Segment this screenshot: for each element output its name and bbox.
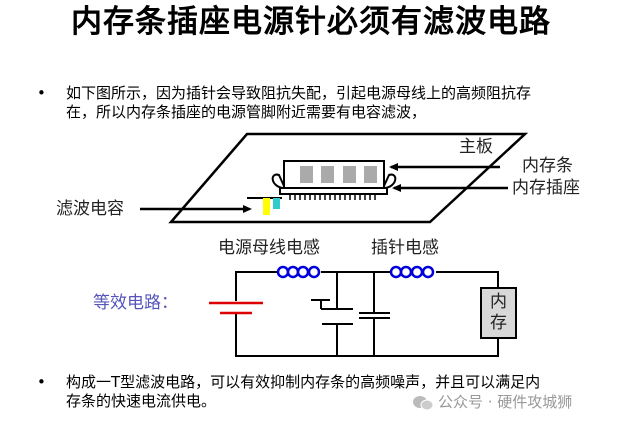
label-pin-inductor: 插针电感 xyxy=(371,238,439,258)
socket-latch-right xyxy=(383,173,397,189)
pin-inductor xyxy=(389,265,435,279)
memory-chip xyxy=(343,166,356,183)
load-label-1: 内 xyxy=(490,292,507,312)
label-bus-inductor: 电源母线电感 xyxy=(218,238,320,258)
socket-latch-left xyxy=(271,173,285,189)
arrow-head xyxy=(389,163,398,171)
label-filter-cap: 滤波电容 xyxy=(56,199,124,219)
slide-title: 内存条插座电源针必须有滤波电路 xyxy=(71,4,551,40)
watermark-text: 公众号 · 硬件攻城狮 xyxy=(438,393,573,411)
label-equivalent-circuit: 等效电路： xyxy=(93,293,178,313)
filter-cap-yellow xyxy=(263,198,270,215)
socket-pins xyxy=(289,194,376,200)
circuit-wires xyxy=(235,271,499,357)
bullet-1-line-1: 如下图所示，因为插针会导致阻抗失配，引起电源母线上的高频阻抗存 xyxy=(66,84,532,102)
bullet-1-line-2: 在，所以内存条插座的电源管脚附近需要有电容滤波， xyxy=(66,103,427,121)
label-memory-stick: 内存条 xyxy=(522,156,573,176)
label-memory-socket: 内存插座 xyxy=(512,178,580,198)
memory-chip xyxy=(300,166,313,183)
arrow-head xyxy=(243,205,252,213)
bullet-marker: • xyxy=(37,84,46,102)
mainboard-outline xyxy=(168,132,529,224)
bullet-marker: • xyxy=(37,373,46,391)
memory-load-box xyxy=(480,287,517,339)
bullet-2-line-1: 构成一T型滤波电路，可以有效抑制内存条的高频噪声，并且可以满足内 xyxy=(66,373,541,391)
watermark: 公众号 · 硬件攻城狮 xyxy=(412,391,572,412)
memory-chip xyxy=(321,166,334,183)
label-mainboard: 主板 xyxy=(459,137,493,157)
bus-inductor xyxy=(276,265,321,279)
load-label-2: 存 xyxy=(490,313,507,333)
wechat-icon xyxy=(412,395,434,411)
bullet-2-line-2: 存条的快速电流供电。 xyxy=(66,392,217,410)
memory-chip xyxy=(364,166,377,183)
arrow-head xyxy=(392,184,401,192)
filter-cap-cyan xyxy=(273,198,280,209)
